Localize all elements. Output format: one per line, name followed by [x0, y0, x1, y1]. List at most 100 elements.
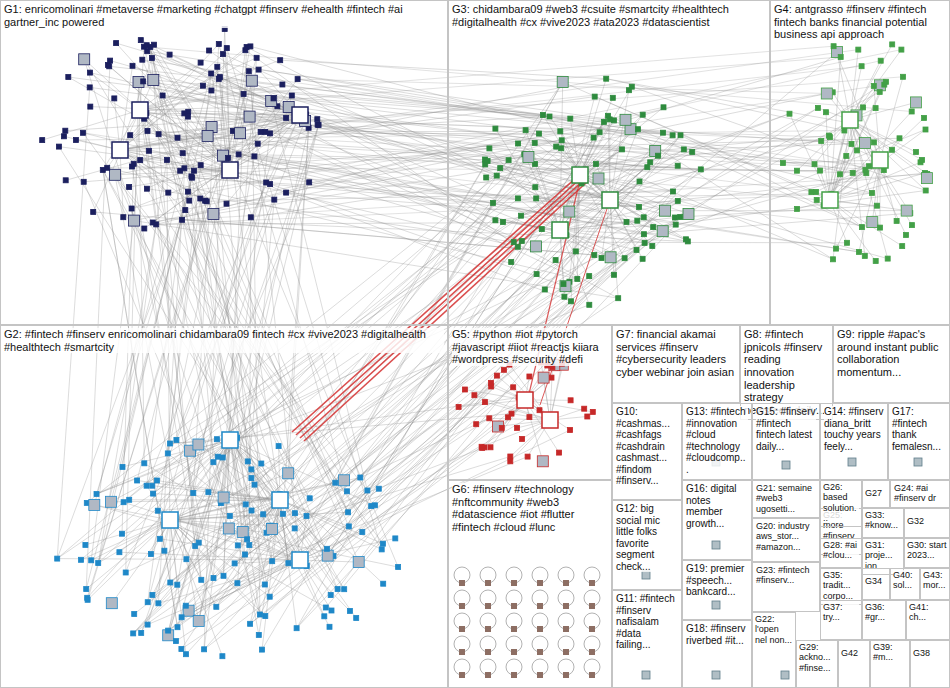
- group-panel: G9: ripple #apac's around instant public…: [833, 325, 950, 403]
- vertex-mark: [55, 556, 60, 561]
- vertex-mark: [346, 524, 351, 529]
- vertex-mark: [316, 122, 321, 127]
- vertex-mark: [214, 437, 219, 442]
- vertex-mark: [921, 173, 932, 184]
- vertex-mark: [286, 561, 291, 566]
- edge-line: [188, 117, 816, 192]
- group-panel: G26: based solution...: [820, 480, 862, 527]
- vertex-mark: [185, 189, 190, 194]
- hub-mark: [222, 432, 238, 448]
- vertex-mark: [651, 225, 656, 230]
- vertex-mark: [491, 200, 496, 205]
- vertex-mark: [132, 612, 137, 617]
- vertex-mark: [346, 510, 351, 515]
- edge-line: [850, 120, 912, 225]
- group-label: G40: sol...: [893, 570, 917, 591]
- edge-line: [606, 79, 847, 123]
- vertex-mark: [560, 281, 571, 292]
- vertex-mark: [121, 215, 126, 220]
- vertex-mark: [252, 482, 257, 487]
- vertex-mark: [165, 157, 170, 162]
- group-panel: G2: #fintech #finserv enricomolinari chi…: [0, 325, 448, 688]
- vertex-mark: [329, 608, 334, 613]
- vertex-mark: [564, 206, 575, 217]
- vertex-mark: [235, 128, 246, 139]
- vertex-mark: [589, 672, 595, 678]
- group-label: G28: #ai #clou...: [823, 540, 859, 561]
- group-panel: G6: #finserv #technology #nftcommunity #…: [448, 480, 612, 688]
- edge-line: [140, 97, 595, 161]
- group-label: G7: financial akamai services #finserv #…: [616, 328, 736, 379]
- group-panel: G43: mor...: [920, 568, 950, 600]
- vertex-mark: [206, 490, 211, 495]
- vertex-mark: [154, 222, 159, 227]
- edge-line: [239, 154, 518, 198]
- group-label: G14: #finserv diana_britt touchy years f…: [824, 406, 884, 452]
- vertex-mark: [218, 492, 229, 503]
- group-label: G42: [841, 648, 858, 658]
- edge-line: [298, 79, 867, 173]
- hub-mark: [292, 552, 308, 568]
- vertex-mark: [537, 603, 543, 609]
- vertex-mark: [589, 626, 595, 632]
- group-panel: G41: ch...: [906, 600, 950, 640]
- group-panel: G29: ackno... #finse...: [796, 640, 838, 688]
- vertex-mark: [867, 164, 872, 169]
- vertex-mark: [712, 541, 720, 549]
- edge-line: [250, 117, 874, 143]
- vertex-mark: [538, 372, 549, 383]
- edge-line: [141, 440, 230, 633]
- edge-line: [170, 520, 265, 616]
- vertex-mark: [661, 105, 666, 110]
- group-panel: G30: start 2023...: [904, 538, 950, 568]
- vertex-mark: [130, 63, 135, 68]
- edge-line: [152, 58, 582, 184]
- edge-line: [563, 82, 812, 192]
- vertex-mark: [237, 526, 248, 537]
- edge-line: [168, 149, 622, 453]
- edge-line: [251, 156, 658, 218]
- vertex-mark: [211, 576, 216, 581]
- edge-line: [112, 440, 230, 603]
- vertex-mark: [821, 88, 832, 99]
- edge-line: [830, 200, 876, 261]
- vertex-mark: [640, 112, 645, 117]
- vertex-mark: [637, 205, 642, 210]
- vertex-mark: [243, 502, 248, 507]
- vertex-mark: [812, 162, 817, 167]
- group-panel: G27: [862, 480, 890, 508]
- edge-line: [133, 184, 581, 634]
- vertex-mark: [675, 198, 680, 203]
- vertex-mark: [220, 654, 225, 659]
- vertex-mark: [527, 415, 532, 420]
- vertex-mark: [166, 628, 171, 633]
- vertex-mark: [575, 276, 580, 281]
- vertex-mark: [307, 180, 312, 185]
- vertex-mark: [154, 478, 159, 483]
- group-label: G39: #m...: [873, 642, 907, 663]
- vertex-mark: [527, 374, 532, 379]
- vertex-mark: [284, 115, 289, 120]
- vertex-mark: [96, 561, 101, 566]
- vertex-mark: [849, 141, 854, 146]
- vertex-mark: [795, 206, 800, 211]
- vertex-mark: [294, 626, 299, 631]
- edge-line: [223, 160, 509, 457]
- edge-line: [560, 115, 643, 230]
- vertex-mark: [589, 603, 595, 609]
- vertex-mark: [207, 48, 212, 53]
- vertex-mark: [81, 130, 86, 135]
- group-panel: G18: #finserv riverbed #it...: [682, 620, 752, 688]
- vertex-mark: [589, 649, 595, 655]
- vertex-mark: [922, 115, 927, 120]
- vertex-mark: [904, 233, 909, 238]
- vertex-mark: [123, 570, 128, 575]
- edge-line: [850, 120, 906, 235]
- vertex-mark: [167, 52, 172, 57]
- edge-line: [230, 79, 298, 170]
- vertex-mark: [100, 167, 105, 172]
- vertex-mark: [901, 74, 906, 79]
- vertex-mark: [156, 132, 161, 137]
- hub-mark: [842, 112, 858, 128]
- vertex-mark: [493, 126, 498, 131]
